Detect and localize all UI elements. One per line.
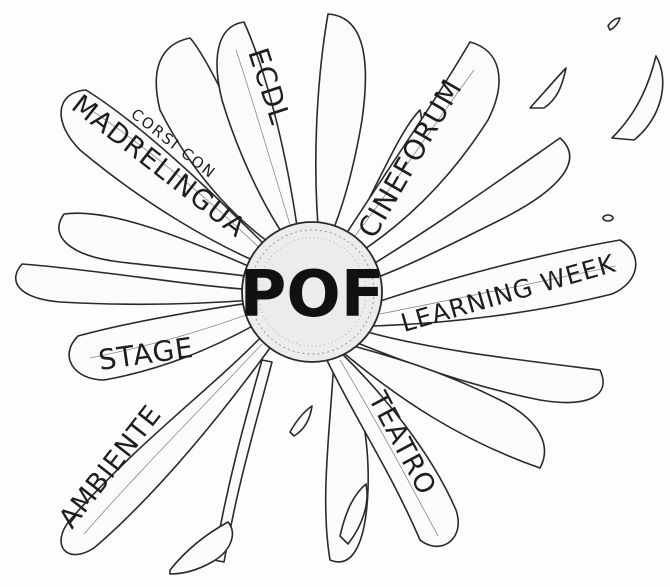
petal-cineforum bbox=[331, 41, 500, 267]
center-label: POF bbox=[239, 258, 384, 332]
petal-ecdl bbox=[216, 21, 301, 253]
petal-ambiente bbox=[60, 335, 271, 556]
petal-learning-week bbox=[365, 239, 637, 327]
petal-teatro bbox=[323, 347, 459, 548]
petal-stage bbox=[68, 301, 261, 381]
background-petals bbox=[14, 13, 604, 563]
petal-madrelingua bbox=[60, 89, 283, 271]
falling-petals bbox=[169, 17, 664, 575]
stem bbox=[213, 359, 273, 563]
flower-center bbox=[241, 221, 383, 363]
